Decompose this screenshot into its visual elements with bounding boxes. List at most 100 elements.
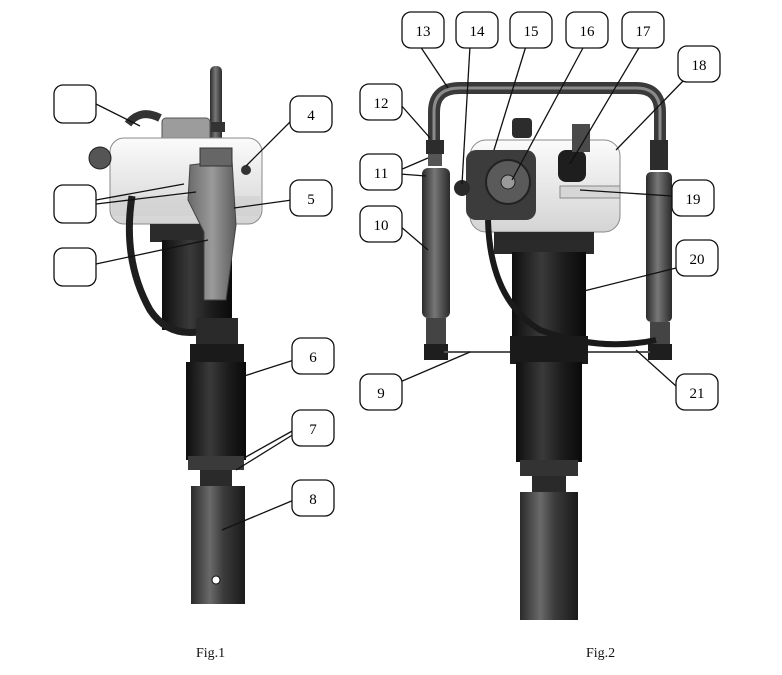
leader-13 [419, 45, 449, 89]
right-post-foot [648, 344, 672, 360]
callout-9: 9 [359, 373, 403, 411]
svg-text:5: 5 [307, 192, 315, 208]
ring-flange-upper [510, 336, 588, 364]
leader-11-2 [399, 173, 427, 177]
callout-13: 13 [401, 11, 445, 49]
svg-text:10: 10 [374, 218, 389, 234]
callout-4: 4 [289, 95, 333, 133]
starter-hub [500, 174, 516, 190]
figure-caption-2: Fig.2 [586, 646, 616, 661]
callout-7: 7 [291, 409, 335, 447]
svg-text:13: 13 [416, 24, 431, 40]
leader-19 [579, 189, 673, 197]
chuck-neck [532, 476, 566, 492]
left-post-foot [424, 344, 448, 360]
vertical-pipe [210, 66, 222, 146]
svg-text:16: 16 [580, 24, 596, 40]
svg-text:15: 15 [524, 24, 539, 40]
callout-blank-a [53, 84, 97, 124]
svg-text:11: 11 [374, 166, 388, 182]
callout-blank-c [53, 247, 97, 287]
fuel-cap [558, 150, 586, 182]
leader-blank-a [95, 103, 141, 127]
right-post-collar [650, 140, 668, 170]
svg-text:6: 6 [309, 350, 317, 366]
leader-11-1 [399, 157, 429, 171]
svg-text:4: 4 [307, 108, 315, 124]
handle-top-collar [199, 147, 233, 167]
callout-14: 14 [455, 11, 499, 49]
figure-caption-1: Fig.1 [196, 646, 226, 661]
trigger-handle [187, 159, 237, 301]
driver-sleeve [191, 486, 245, 604]
fig2-callouts: 9 10 11 12 13 14 15 16 [359, 11, 721, 411]
chuck-neck [200, 470, 232, 486]
pipe-clamp [207, 122, 225, 132]
leader-7-1 [243, 429, 295, 459]
leader-blank-c [95, 239, 209, 265]
callout-17: 17 [621, 11, 665, 49]
svg-text:18: 18 [692, 58, 707, 74]
fig2-drawing [422, 82, 672, 620]
callout-8: 8 [291, 479, 335, 517]
callout-5: 5 [289, 179, 333, 217]
callout-16: 16 [565, 11, 609, 49]
svg-text:7: 7 [309, 422, 317, 438]
fig1-callouts: 4 5 6 7 8 [53, 84, 335, 517]
u-frame-highlight [432, 86, 662, 140]
callout-15: 15 [509, 11, 553, 49]
right-post-grip [646, 172, 672, 322]
left-post-grip [422, 168, 450, 318]
callout-20: 20 [675, 239, 719, 277]
callout-11: 11 [359, 153, 403, 191]
left-post-spring [428, 154, 442, 166]
ring-flange-lower [520, 460, 578, 476]
leader-9 [399, 351, 471, 383]
leader-7-2 [235, 433, 295, 471]
leader-blank-b-2 [95, 191, 197, 205]
ring-flange-upper [190, 344, 244, 362]
impact-cylinder [516, 362, 582, 462]
callout-6: 6 [291, 337, 335, 375]
callout-blank-b [53, 184, 97, 224]
fig1-drawing [88, 66, 263, 604]
driver-sleeve [520, 492, 578, 620]
leader-8 [221, 499, 295, 531]
callout-18: 18 [677, 45, 721, 83]
leader-lines [95, 45, 685, 531]
motor-block [512, 252, 586, 338]
leader-12 [399, 103, 431, 139]
impact-cylinder [186, 362, 246, 460]
leader-20 [579, 267, 677, 293]
fuel-hose [485, 219, 657, 348]
leader-18 [615, 79, 685, 151]
svg-text:17: 17 [636, 24, 652, 40]
leader-4 [245, 119, 293, 167]
svg-text:14: 14 [470, 24, 486, 40]
svg-text:9: 9 [377, 386, 385, 402]
handle-bolt [241, 165, 251, 175]
leader-15 [493, 45, 527, 151]
side-knob [88, 146, 112, 170]
leader-21 [635, 349, 677, 387]
side-fitting [454, 180, 470, 196]
lower-collar [196, 318, 238, 348]
ring-flange-lower [188, 456, 244, 470]
leader-14 [461, 45, 471, 185]
left-post-collar-top [426, 140, 444, 154]
sleeve-hole [211, 575, 221, 585]
svg-text:19: 19 [686, 192, 701, 208]
leader-10 [399, 225, 429, 251]
engine-base [494, 232, 594, 254]
callout-10: 10 [359, 205, 403, 243]
fuel-neck [572, 124, 590, 152]
leader-17 [569, 45, 641, 165]
choke-knob [512, 118, 532, 138]
callout-19: 19 [671, 179, 715, 217]
leader-blank-b-1 [95, 183, 185, 201]
svg-text:8: 8 [309, 492, 317, 508]
left-post-lower [426, 318, 446, 346]
leader-6 [237, 359, 295, 379]
